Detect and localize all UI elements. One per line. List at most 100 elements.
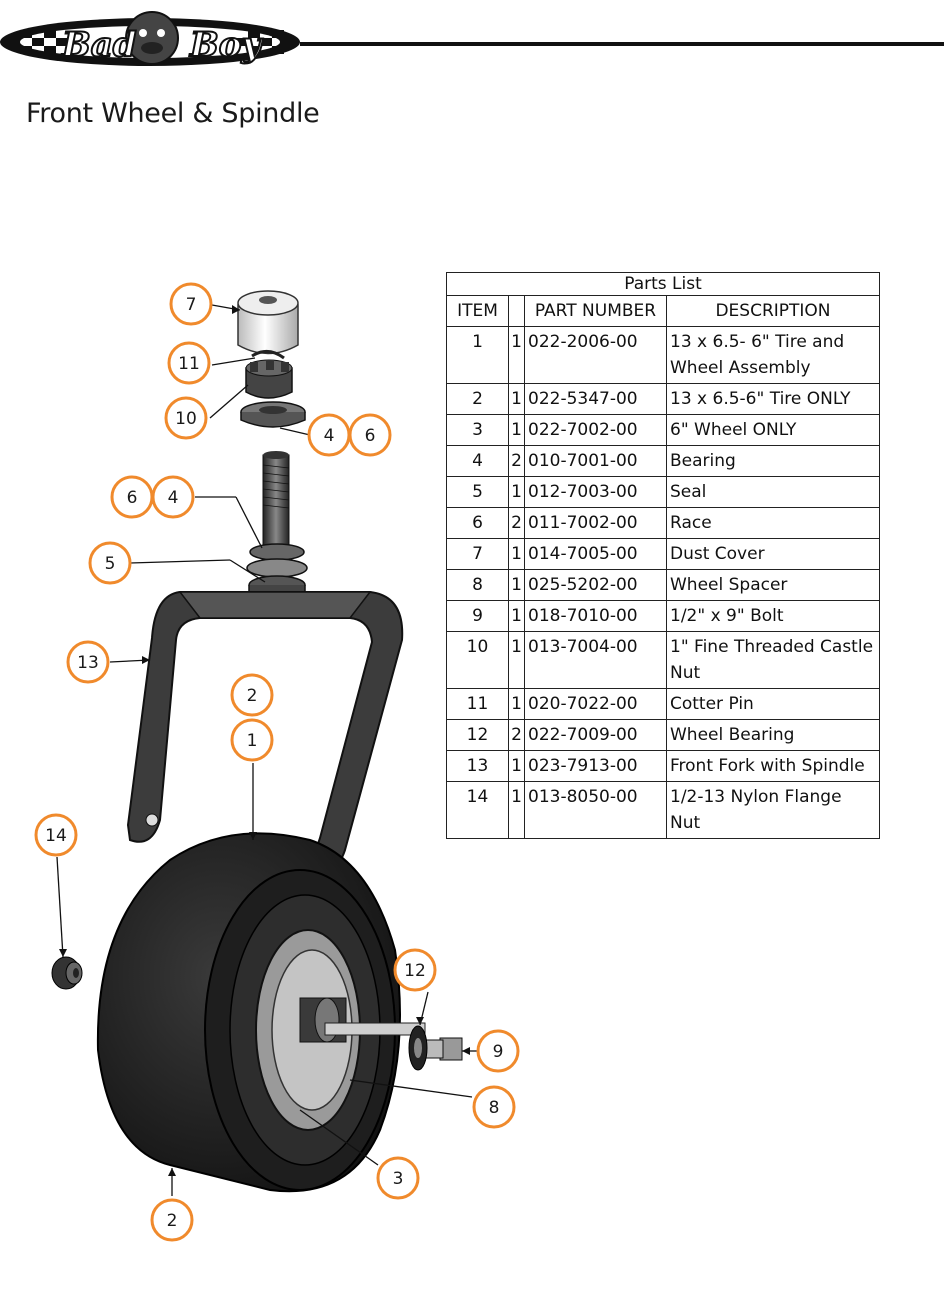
- cell-part-number: 013-7004-00: [524, 631, 667, 689]
- cell-item: 3: [446, 414, 509, 446]
- callout-13-label: 13: [77, 653, 99, 673]
- cell-part-number: 022-7002-00: [524, 414, 667, 446]
- cell-part-number: 018-7010-00: [524, 600, 667, 632]
- col-header-item: ITEM: [446, 295, 509, 327]
- callout-8: 8: [472, 1085, 516, 1129]
- cell-qty: 1: [508, 569, 525, 601]
- parts-list-table: Parts List ITEM PART NUMBER DESCRIPTION …: [446, 272, 880, 839]
- callout-12: 12: [393, 948, 437, 992]
- callout-14-label: 14: [45, 826, 67, 846]
- cell-qty: 1: [508, 538, 525, 570]
- cell-qty: 2: [508, 445, 525, 477]
- callout-6-mid-label: 6: [127, 488, 138, 508]
- callout-2-top-label: 2: [247, 686, 258, 706]
- cell-part-number: 011-7002-00: [524, 507, 667, 539]
- page-title: Front Wheel & Spindle: [26, 98, 320, 129]
- header-rule: [300, 42, 944, 46]
- cell-description: Race: [666, 507, 880, 539]
- col-header-description: DESCRIPTION: [666, 295, 880, 327]
- cell-qty: 1: [508, 326, 525, 384]
- callout-11-label: 11: [178, 354, 200, 374]
- callout-3: 3: [376, 1156, 420, 1200]
- cell-description: Seal: [666, 476, 880, 508]
- cell-description: Dust Cover: [666, 538, 880, 570]
- cell-qty: 2: [508, 719, 525, 751]
- cell-item: 12: [446, 719, 509, 751]
- cell-qty: 1: [508, 688, 525, 720]
- callout-4-top-label: 4: [324, 426, 335, 446]
- col-header-qty: [508, 295, 525, 327]
- cell-qty: 1: [508, 600, 525, 632]
- cell-qty: 1: [508, 476, 525, 508]
- cell-description: 6" Wheel ONLY: [666, 414, 880, 446]
- callout-13: 13: [66, 640, 110, 684]
- callout-14: 14: [34, 813, 78, 857]
- tire-wheel-assembly: [96, 832, 401, 1193]
- callout-6-top-label: 6: [365, 426, 376, 446]
- castle-nut: [245, 359, 293, 399]
- cell-item: 7: [446, 538, 509, 570]
- cell-qty: 1: [508, 631, 525, 689]
- callout-4-mid-label: 4: [168, 488, 179, 508]
- cell-description: 1/2" x 9" Bolt: [666, 600, 880, 632]
- header-bar: Bad Boy: [0, 11, 944, 66]
- cell-part-number: 023-7913-00: [524, 750, 667, 782]
- cell-description: Cotter Pin: [666, 688, 880, 720]
- brand-lettering: Bad Boy: [60, 24, 264, 66]
- cell-item: 4: [446, 445, 509, 477]
- cell-description: Wheel Bearing: [666, 719, 880, 751]
- cell-item: 13: [446, 750, 509, 782]
- svg-text:Boy: Boy: [189, 25, 263, 65]
- cell-part-number: 013-8050-00: [524, 781, 667, 839]
- callout-2-top: 2: [230, 673, 274, 717]
- leader-arrowheads: [59, 305, 470, 1176]
- upper-bearing: [240, 401, 306, 428]
- callout-4-mid: 4: [151, 475, 195, 519]
- spindle-shaft: [262, 451, 290, 556]
- cell-item: 6: [446, 507, 509, 539]
- callout-11: 11: [167, 341, 211, 385]
- svg-text:Bad: Bad: [61, 25, 137, 65]
- callout-7: 7: [169, 282, 213, 326]
- callout-12-label: 12: [404, 961, 426, 981]
- cell-part-number: 022-2006-00: [524, 326, 667, 384]
- callout-9-label: 9: [493, 1042, 504, 1062]
- dust-cover: [237, 290, 299, 355]
- cell-qty: 1: [508, 781, 525, 839]
- callout-1-label: 1: [247, 731, 258, 751]
- cell-part-number: 022-7009-00: [524, 719, 667, 751]
- bulldog-logo: [125, 11, 179, 65]
- callout-7-label: 7: [186, 295, 197, 315]
- flange-nut: [51, 956, 83, 990]
- cell-description: Wheel Spacer: [666, 569, 880, 601]
- axle-bolt: [324, 1022, 463, 1061]
- cell-qty: 2: [508, 507, 525, 539]
- cell-description: 13 x 6.5-6" Tire ONLY: [666, 383, 880, 415]
- callout-8-label: 8: [489, 1098, 500, 1118]
- callout-9: 9: [476, 1029, 520, 1073]
- callout-3-label: 3: [393, 1169, 404, 1189]
- cell-qty: 1: [508, 750, 525, 782]
- cell-description: 1" Fine Threaded Castle Nut: [666, 631, 880, 689]
- cell-part-number: 025-5202-00: [524, 569, 667, 601]
- cell-item: 8: [446, 569, 509, 601]
- lower-bearing-seal: [246, 543, 308, 605]
- callout-6-top: 6: [348, 413, 392, 457]
- cell-item: 10: [446, 631, 509, 689]
- callout-4-top: 4: [307, 413, 351, 457]
